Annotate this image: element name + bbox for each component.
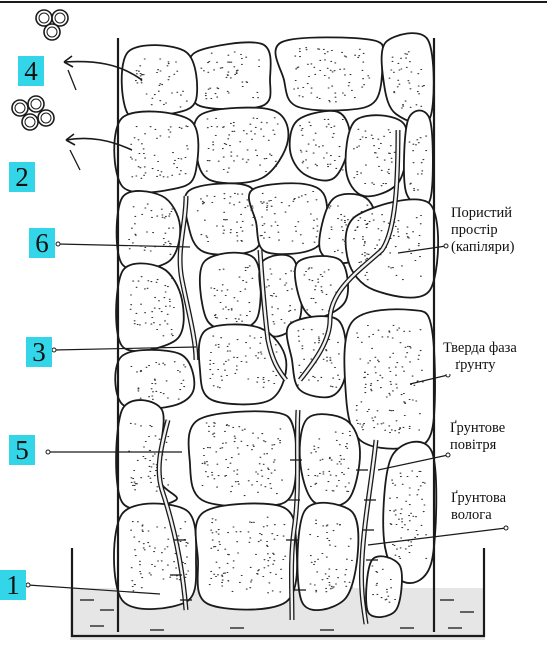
label-pore-space-line-1: Пористий bbox=[451, 205, 514, 222]
soil-grain-30 bbox=[366, 556, 402, 617]
label-solid-phase-line-2: ґрунту bbox=[443, 357, 517, 374]
molecule-outer-6 bbox=[22, 114, 38, 130]
marker-6: 6 bbox=[29, 228, 55, 258]
soil-grain-8 bbox=[404, 111, 433, 207]
marker-2: 2 bbox=[9, 162, 35, 192]
arrow-4-tail bbox=[68, 70, 76, 90]
soil-grains bbox=[114, 33, 438, 617]
soil-grain-9 bbox=[114, 111, 198, 192]
soil-grain-29 bbox=[297, 503, 358, 610]
soil-grain-6 bbox=[290, 111, 350, 181]
molecule-outer-3 bbox=[44, 24, 60, 40]
soil-grain-12 bbox=[249, 183, 327, 254]
marker-3: 3 bbox=[26, 337, 52, 367]
molecule-outer-7 bbox=[38, 110, 54, 126]
soil-grain-10 bbox=[117, 191, 181, 270]
soil-grain-4 bbox=[122, 45, 197, 119]
label-soil-air-line-2: повітря bbox=[450, 437, 505, 454]
label-soil-air-line-1: Ґрунтове bbox=[450, 420, 505, 437]
marker-5: 5 bbox=[9, 435, 35, 465]
soil-grain-23 bbox=[116, 400, 177, 509]
arrow-2-tail bbox=[70, 150, 80, 170]
label-soil-moisture-line-1: Ґрунтова bbox=[451, 490, 506, 507]
label-pore-space-line-2: простір bbox=[451, 222, 514, 239]
label-soil-moisture-line-2: волога bbox=[451, 507, 506, 524]
soil-grain-1 bbox=[189, 42, 270, 109]
leader-6-end bbox=[56, 242, 60, 246]
marker-4: 4 bbox=[18, 56, 44, 86]
label-solid-phase-line-1: Тверда фаза bbox=[443, 340, 517, 357]
soil-grain-2 bbox=[275, 37, 383, 110]
label-solid-phase: Тверда фаза ґрунту bbox=[443, 340, 517, 374]
soil-grain-28 bbox=[196, 503, 298, 609]
molecule-outer-4 bbox=[12, 100, 28, 116]
label-soil-moisture: Ґрунтова волога bbox=[451, 490, 506, 524]
soil-grain-24 bbox=[189, 411, 297, 506]
leader-3-end bbox=[52, 348, 56, 352]
label-soil-air: Ґрунтове повітря bbox=[450, 420, 505, 454]
soil-grain-25 bbox=[300, 414, 360, 506]
soil-grain-21 bbox=[344, 309, 435, 448]
leader-1-end bbox=[26, 583, 30, 587]
label-pore-space-line-3: (капіляри) bbox=[451, 239, 514, 256]
leader-pore-space-end bbox=[444, 244, 448, 248]
marker-1: 1 bbox=[0, 570, 26, 600]
leader-5-end bbox=[46, 450, 50, 454]
label-pore-space: Пористий простір (капіляри) bbox=[451, 205, 514, 256]
leader-soil-moisture-end bbox=[504, 526, 508, 530]
molecule-outer-5 bbox=[28, 96, 44, 112]
soil-grain-16 bbox=[200, 253, 261, 330]
